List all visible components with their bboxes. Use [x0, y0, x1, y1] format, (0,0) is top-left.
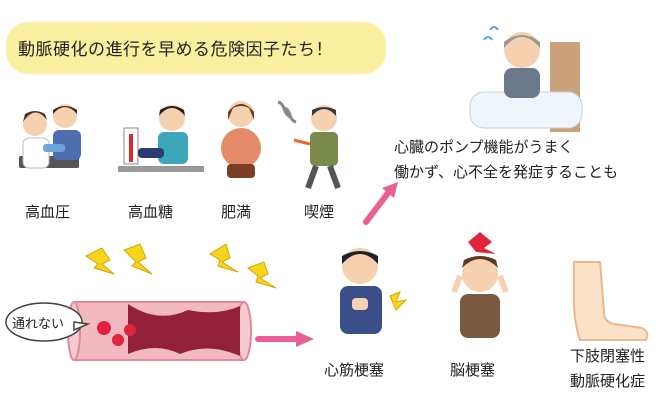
risk-factor-label-hyperglycemia: 高血糖 — [128, 203, 174, 221]
outcome-label-myocardial-infarction: 心筋梗塞 — [324, 361, 385, 379]
leg-artery-disease-illustration — [573, 261, 649, 341]
blood-pressure-illustration — [19, 104, 81, 169]
clogged-artery-illustration — [67, 301, 252, 361]
speech-bubble-text: 通れない — [12, 317, 65, 332]
heart-failure-text-line-1: 心臓のポンプ機能がうまく — [394, 138, 574, 156]
heart-attack-illustration — [340, 248, 408, 334]
outcome-label-pad-line-2: 動脈硬化症 — [570, 372, 646, 390]
bedridden-patient-illustration — [469, 26, 583, 132]
obesity-illustration — [221, 101, 261, 178]
stroke-illustration — [451, 232, 509, 338]
page-title: 動脈硬化の進行を早める危険因子たち！ — [18, 40, 333, 60]
outcome-label-cerebral-infarction: 脳梗塞 — [450, 361, 496, 379]
smoking-illustration — [277, 100, 341, 190]
risk-factor-label-hypertension: 高血圧 — [25, 203, 71, 221]
risk-factor-label-smoking: 喫煙 — [304, 203, 335, 221]
title-banner — [6, 22, 386, 74]
risk-factor-label-obesity: 肥満 — [221, 203, 252, 221]
outcome-label-pad-line-1: 下肢閉塞性 — [570, 347, 646, 365]
blood-sugar-illustration — [118, 105, 204, 172]
lightning-bolts-icon — [85, 243, 277, 289]
heart-failure-text-line-2: 働かず、心不全を発症することも — [394, 163, 618, 181]
speech-bubble — [5, 302, 91, 342]
